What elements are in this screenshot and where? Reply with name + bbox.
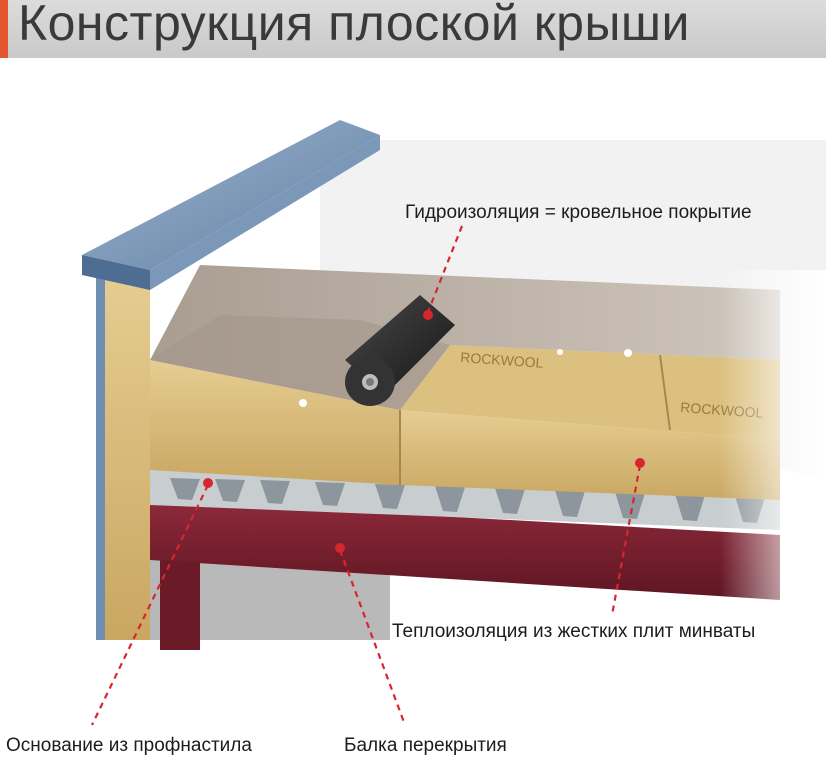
marker-dot: [335, 543, 345, 553]
board-brand-text: ROCKWOOL: [460, 349, 544, 371]
insulation-boards: ROCKWOOL ROCKWOOL: [150, 345, 780, 500]
label-deck: Основание из профнастила: [6, 735, 252, 756]
label-beam: Балка перекрытия: [344, 735, 507, 756]
callout-insulation: [610, 458, 645, 616]
roof-diagram: ROCKWOOL ROCKWOOL: [82, 120, 826, 726]
page-title: Конструкция плоской крыши: [18, 0, 690, 51]
membrane-roll: [345, 295, 455, 406]
callout-beam: [335, 543, 407, 726]
marker-dot: [423, 310, 433, 320]
callout-deck: [91, 478, 213, 726]
label-insulation: Теплоизоляция из жестких плит минваты: [392, 621, 756, 642]
parapet: [82, 120, 380, 640]
title-bar: Конструкция плоской крыши: [0, 0, 826, 58]
marker-dot: [635, 458, 645, 468]
callout-waterproofing: [423, 225, 464, 320]
label-waterproofing: Гидроизоляция = кровельное покрытие: [405, 202, 752, 223]
title-accent-stripe: [0, 0, 8, 58]
beam: [150, 500, 780, 650]
marker-dot: [203, 478, 213, 488]
right-fade: [720, 270, 826, 630]
